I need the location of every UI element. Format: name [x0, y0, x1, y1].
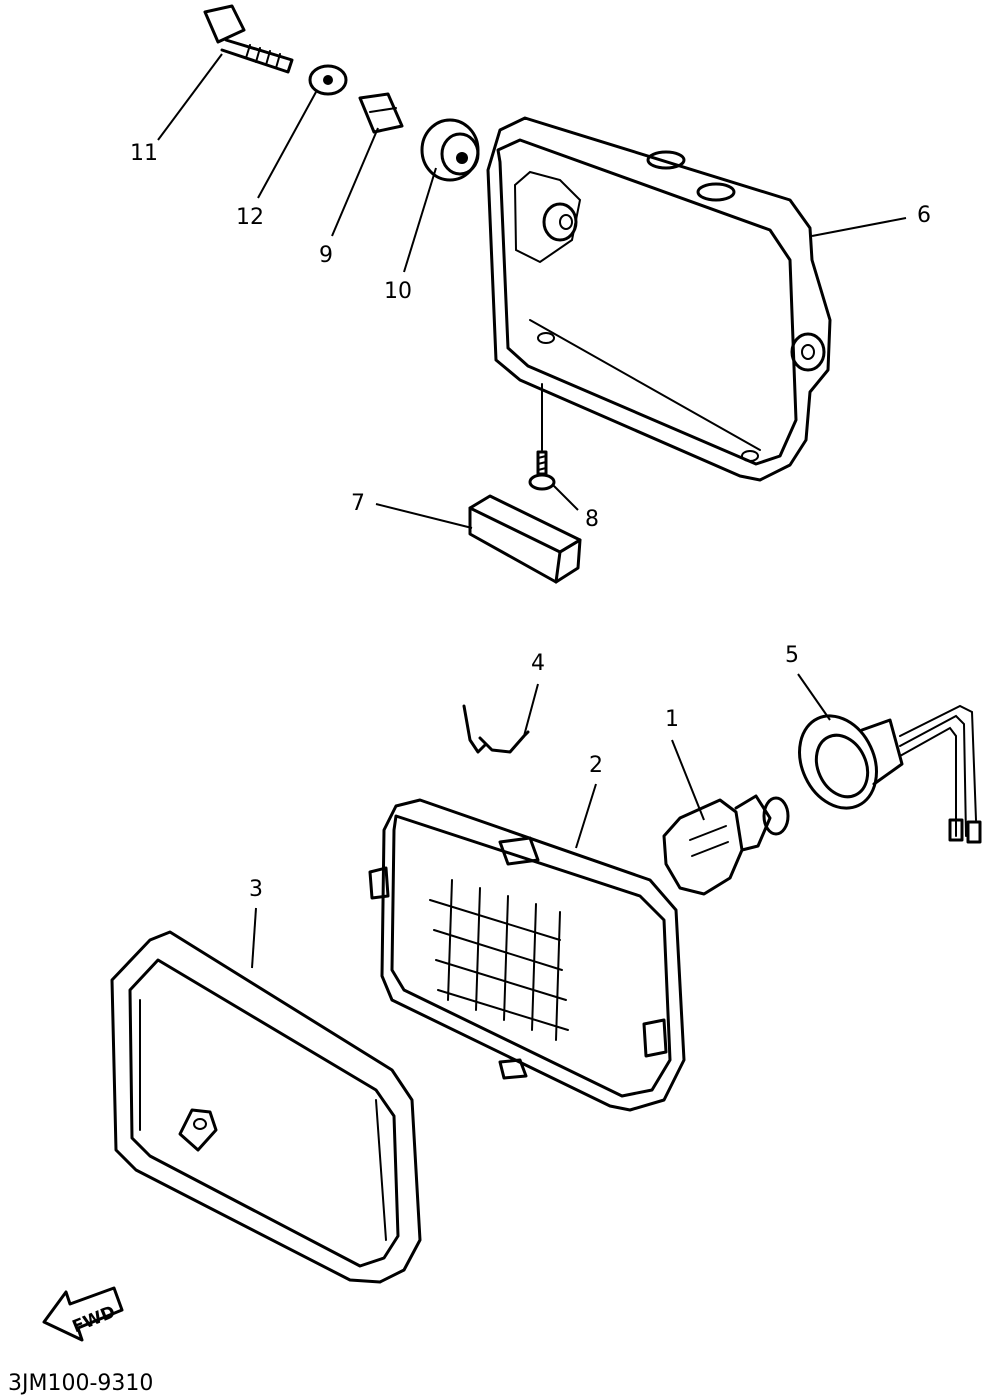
leader-line-11 — [157, 53, 223, 141]
grommet-part — [420, 118, 480, 182]
headlight-unit-part — [368, 798, 686, 1112]
leader-line-12 — [257, 91, 317, 199]
fwd-arrow-label: FWD — [70, 1302, 119, 1337]
leader-line-2 — [575, 783, 597, 849]
washer-part — [308, 64, 348, 96]
leader-line-5 — [797, 673, 831, 721]
screw-part — [528, 383, 556, 491]
socket-part — [798, 704, 982, 844]
drawing-code: 3JM100-9310 — [8, 1371, 153, 1396]
callout-number-11: 11 — [130, 141, 158, 166]
pad-block-part — [468, 494, 582, 584]
fwd-arrow: FWD — [42, 1286, 124, 1342]
callout-number-5: 5 — [785, 643, 799, 668]
bolt-part — [203, 4, 294, 74]
callout-number-2: 2 — [589, 753, 603, 778]
callout-number-6: 6 — [917, 203, 931, 228]
callout-number-7: 7 — [351, 491, 365, 516]
leader-line-1 — [671, 739, 705, 821]
headlight-housing-part — [486, 116, 832, 482]
leader-line-4 — [523, 683, 539, 737]
leader-line-7 — [375, 503, 473, 529]
leader-line-9 — [331, 127, 379, 237]
bulb-part — [662, 794, 790, 896]
callout-number-12: 12 — [236, 205, 264, 230]
leader-line-8 — [551, 483, 579, 511]
collar-part — [358, 92, 404, 134]
spring-clip-part — [462, 704, 530, 754]
callout-number-9: 9 — [319, 243, 333, 268]
leader-line-6 — [811, 217, 907, 237]
callout-number-8: 8 — [585, 507, 599, 532]
rim-part — [110, 930, 422, 1284]
leader-line-10 — [403, 167, 437, 273]
callout-number-10: 10 — [384, 279, 412, 304]
callout-number-3: 3 — [249, 877, 263, 902]
callout-number-1: 1 — [665, 707, 679, 732]
leader-lines — [157, 53, 907, 969]
callout-number-4: 4 — [531, 651, 545, 676]
leader-line-3 — [251, 907, 257, 969]
